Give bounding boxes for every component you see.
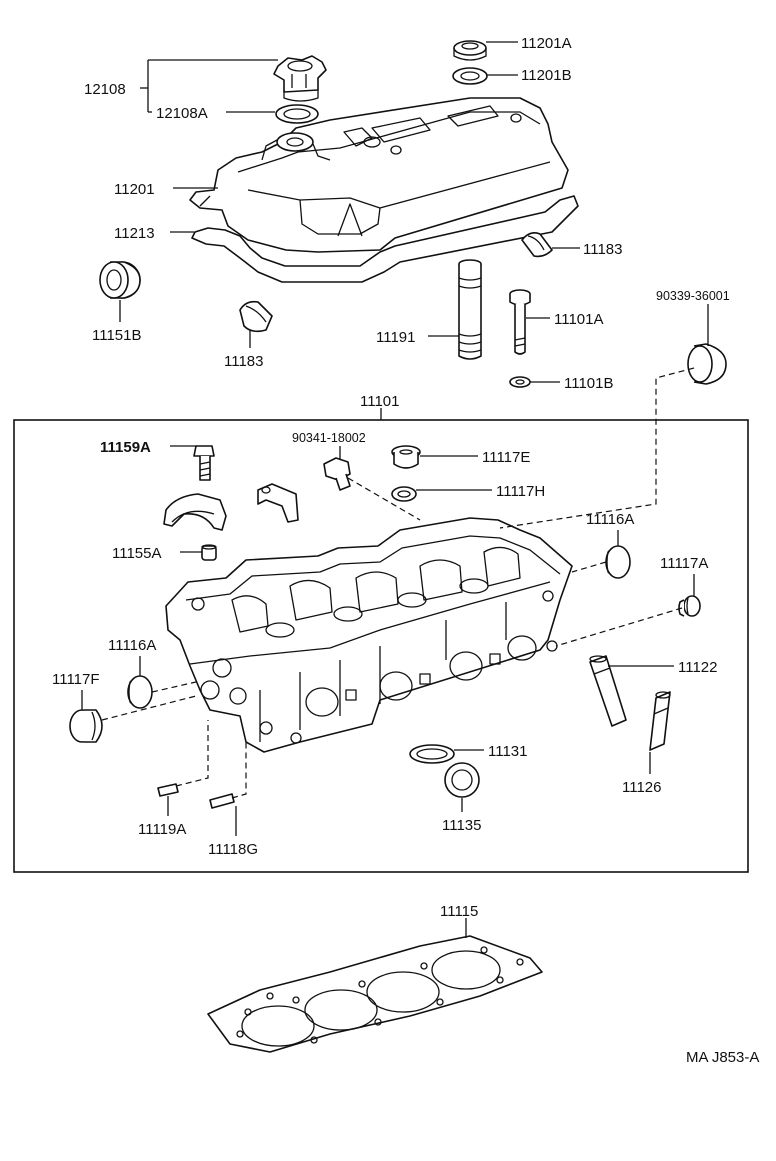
- plug-11117f: [69, 709, 103, 743]
- pin-11119a: [157, 783, 179, 797]
- washer-11101b: [509, 376, 531, 388]
- label-11183-right: 11183: [583, 241, 623, 258]
- label-11115: 11115: [440, 903, 478, 920]
- ring-11131: [409, 744, 455, 764]
- stud-11191: [458, 259, 482, 360]
- cylinder-head: [165, 517, 573, 753]
- label-11117h: 11117H: [496, 483, 545, 500]
- cylinder-head-gasket: [207, 935, 543, 1053]
- pin-11118g: [209, 793, 235, 809]
- label-11117e: 11117E: [482, 449, 530, 466]
- label-11117a: 11117A: [660, 555, 708, 572]
- label-11117f: 11117F: [52, 671, 100, 688]
- camshaft-bearing-cap-left: [163, 493, 227, 531]
- label-11201: 11201: [114, 181, 155, 198]
- label-90341: 90341-18002: [292, 431, 366, 445]
- oil-filler-cap-gasket: [275, 104, 319, 124]
- label-11159a: 11159A: [100, 439, 151, 456]
- cylinder-head-cover: [189, 97, 579, 283]
- plug-90339: [687, 343, 727, 385]
- label-11151b: 11151B: [92, 327, 142, 344]
- oil-filler-cap: [273, 55, 327, 102]
- ring-11135: [444, 762, 480, 798]
- plug-11117a: [678, 595, 701, 617]
- half-moon-seal-left: [239, 300, 273, 333]
- cup-plug-right: [605, 545, 631, 579]
- oil-seal-11151b: [99, 261, 141, 299]
- label-11213: 11213: [114, 225, 155, 242]
- part-labels: 12108 12108A 11201A 11201B 11201 11213 1…: [52, 35, 759, 1066]
- label-11118g: 11118G: [208, 841, 258, 858]
- pin-11155a: [201, 544, 217, 561]
- label-11201a: 11201A: [521, 35, 572, 52]
- washer-11117h: [391, 486, 417, 502]
- bolt-11101a: [509, 289, 531, 355]
- label-11201b: 11201B: [521, 67, 572, 84]
- valve-guide-11122: [589, 655, 627, 727]
- label-11101b: 11101B: [564, 375, 614, 392]
- label-11183-left: 11183: [224, 353, 264, 370]
- leader-lines: [81, 41, 709, 938]
- label-12108: 12108: [84, 81, 126, 98]
- label-11101: 11101: [360, 393, 400, 410]
- plug-11117e: [391, 445, 421, 469]
- valve-guide-11126: [649, 691, 671, 751]
- cup-plug-left: [127, 675, 153, 709]
- label-11116a-right: 11116A: [586, 511, 634, 528]
- label-11119a: 11119A: [138, 821, 186, 838]
- label-11101a: 11101A: [554, 311, 604, 328]
- bolt-11159a: [193, 445, 215, 481]
- label-11122: 11122: [678, 659, 718, 676]
- camshaft-bearing-cap-right: [257, 483, 299, 523]
- label-11155a: 11155A: [112, 545, 162, 562]
- label-11131: 11131: [488, 743, 528, 760]
- label-11116a-left: 11116A: [108, 637, 156, 654]
- assembly-dashed-lines: [101, 367, 695, 799]
- grommet-11201b: [452, 67, 488, 85]
- label-11126: 11126: [622, 779, 662, 796]
- label-90339: 90339-36001: [656, 289, 730, 303]
- plug-90341: [323, 457, 351, 491]
- label-11191: 11191: [376, 329, 416, 346]
- label-11135: 11135: [442, 817, 482, 834]
- grommet-11201a: [453, 40, 487, 61]
- catalog-code: MA J853-A: [686, 1049, 759, 1066]
- half-moon-seal-right: [521, 232, 553, 258]
- label-12108a: 12108A: [156, 105, 208, 122]
